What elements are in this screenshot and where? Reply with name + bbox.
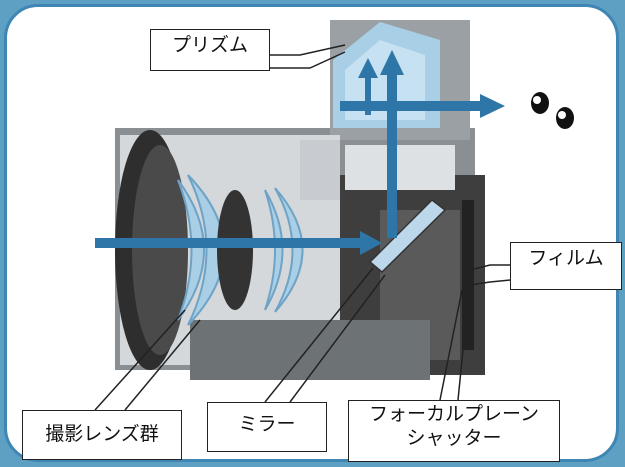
- mirror-plate: [368, 199, 447, 274]
- label-lens-group: 撮影レンズ群: [22, 410, 182, 460]
- label-shutter-line2: シャッター: [406, 426, 502, 449]
- film-plane: [462, 200, 474, 350]
- eyes-icon: [531, 92, 574, 129]
- label-focal-plane-shutter: フォーカルプレーン シャッター: [348, 400, 560, 462]
- light-path: [95, 50, 505, 255]
- lens-elements: [177, 174, 304, 326]
- label-mirror: ミラー: [207, 402, 327, 452]
- aperture: [217, 190, 253, 310]
- label-shutter-line1: フォーカルプレーン: [368, 403, 540, 425]
- leader-lines: [94, 44, 511, 411]
- lens-front: [115, 130, 188, 370]
- label-prism: プリズム: [150, 29, 270, 71]
- label-film: フィルム: [510, 242, 622, 290]
